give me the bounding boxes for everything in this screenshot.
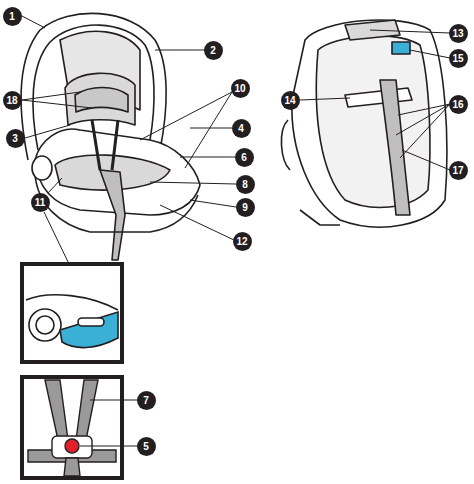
callout-number: 18 <box>3 91 22 110</box>
callout-number: 2 <box>204 41 223 60</box>
callout-number: 15 <box>449 49 468 68</box>
callout-number: 13 <box>449 24 468 43</box>
callout-number: 4 <box>232 119 251 138</box>
callout-number: 3 <box>6 129 25 148</box>
callout-number: 16 <box>449 95 468 114</box>
callout-number: 12 <box>233 232 252 251</box>
callout-number: 10 <box>231 79 250 98</box>
callout-number: 11 <box>31 193 50 212</box>
callout-number: 1 <box>3 7 22 26</box>
callout-number: 6 <box>235 148 254 167</box>
callout-number: 14 <box>281 91 300 110</box>
callout-number: 8 <box>236 175 255 194</box>
callout-number: 17 <box>449 161 468 180</box>
callout-number: 9 <box>236 198 255 217</box>
callout-number: 5 <box>137 437 156 456</box>
callout-number: 7 <box>137 391 156 410</box>
